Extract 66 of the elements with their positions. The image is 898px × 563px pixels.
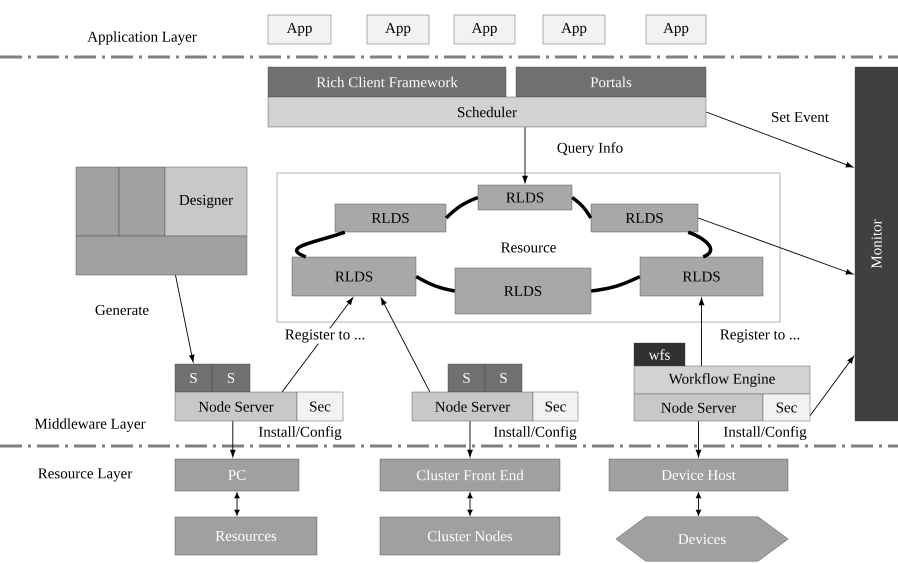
portals-box: Portals [516, 66, 706, 98]
host-box: Cluster Front End [380, 458, 560, 492]
devices-hexagon: Devices [616, 516, 788, 562]
arrow [698, 218, 854, 275]
rlds-box: RLDS [478, 184, 572, 210]
app-box: App [268, 14, 332, 44]
designer-box: Designer [164, 166, 248, 236]
arrow [467, 492, 473, 516]
security-box: Sec [762, 394, 810, 422]
plugin-box [118, 166, 166, 236]
security-box: Sec [532, 392, 578, 422]
arrow [282, 297, 354, 392]
scheduler-box: Scheduler [268, 96, 706, 128]
resources-box: Resources [174, 516, 318, 556]
app-box: App [542, 14, 606, 44]
arrow [175, 274, 194, 362]
arrow [696, 420, 702, 458]
host-box: Device Host [608, 458, 788, 492]
framework-box: Rich Client Framework [268, 66, 506, 98]
node-server-box: Node Server [412, 392, 534, 422]
app-box: App [646, 14, 706, 44]
layer-label: Application Layer [87, 31, 197, 45]
node-server-box: Node Server [174, 392, 298, 422]
edge-label: Install/Config [722, 425, 808, 441]
rlds-box: RLDS [590, 204, 698, 232]
edge-label: Query Info [556, 141, 624, 157]
edge-label: Generate [94, 304, 150, 316]
node-server-box: Node Server [634, 394, 764, 422]
edge-label: Install/Config [257, 425, 343, 441]
arrow [810, 356, 854, 416]
rlds-box: RLDS [334, 204, 446, 232]
edge-label: Install/Config [492, 425, 578, 441]
service-box: S [448, 364, 486, 392]
ring-line [295, 230, 346, 258]
host-box: PC [174, 458, 300, 492]
monitor-bar: Monitor [854, 66, 898, 422]
service-box: S [212, 364, 250, 392]
arrow [696, 492, 702, 516]
ring-line [688, 230, 712, 258]
arrow [234, 492, 240, 516]
ring-line [415, 274, 456, 293]
arrow [230, 420, 236, 458]
plugin-box [76, 166, 120, 236]
arrow [467, 420, 473, 458]
rlds-box: RLDS [292, 256, 416, 296]
layer-label: Middleware Layer [34, 418, 146, 432]
rlds-box: RLDS [640, 256, 764, 296]
service-box: S [484, 364, 522, 392]
layer-label: Resource Layer [38, 468, 132, 482]
service-box: S [174, 364, 212, 392]
app-box: App [454, 14, 516, 44]
security-box: Sec [296, 392, 344, 422]
ring-line [444, 196, 478, 220]
arrow [380, 298, 430, 392]
edge-label: Register to ... [718, 328, 802, 344]
arrow [706, 112, 854, 168]
wfs-box: wfs [634, 342, 686, 366]
arrow [522, 126, 528, 184]
arrow [698, 298, 704, 366]
rlds-box: RLDS [454, 268, 592, 314]
cluster-nodes-box: Cluster Nodes [380, 516, 560, 556]
app-box: App [366, 14, 430, 44]
ring-line [590, 274, 641, 293]
edge-label: Register to ... [284, 328, 366, 344]
edge-label: Set Event [770, 110, 830, 124]
workflow-engine-box: Workflow Engine [634, 366, 810, 394]
